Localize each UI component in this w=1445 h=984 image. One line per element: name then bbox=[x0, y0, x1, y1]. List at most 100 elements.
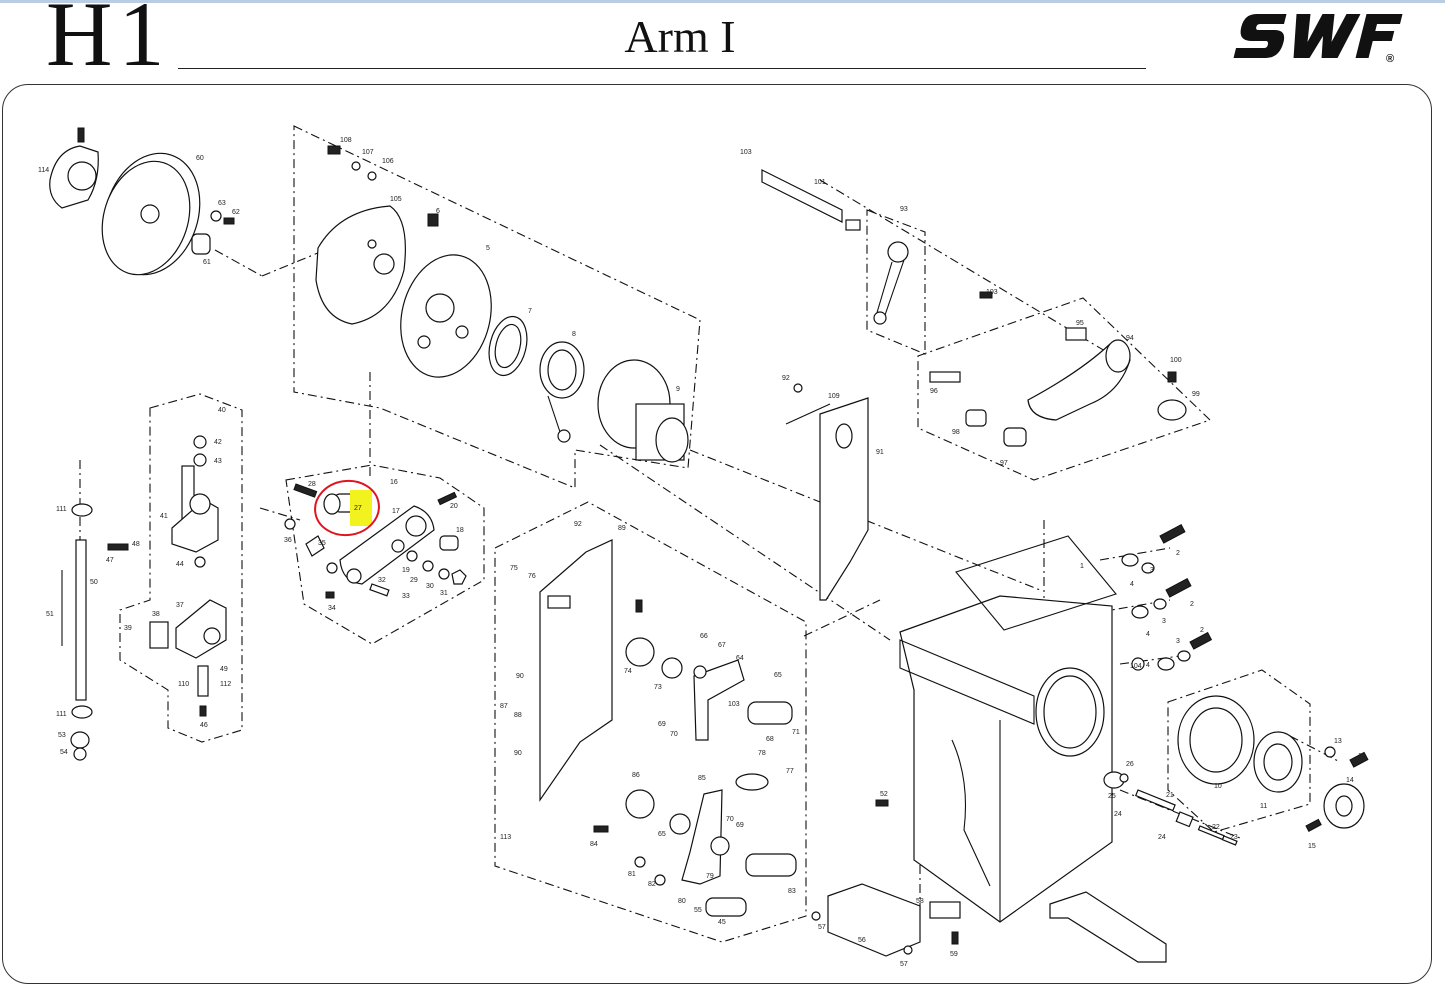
part-number-label: 90 bbox=[516, 673, 524, 680]
part-number-label: 69 bbox=[658, 721, 666, 728]
part-number-label: 65 bbox=[774, 672, 782, 679]
part-number-label: 21 bbox=[1166, 792, 1174, 799]
part-number-label: 44 bbox=[176, 561, 184, 568]
part-number-label: 43 bbox=[214, 458, 222, 465]
model-code: H1 bbox=[46, 0, 171, 85]
part-number-label: 31 bbox=[440, 590, 448, 597]
part-number-label: 95 bbox=[1076, 320, 1084, 327]
part-number-label: 106 bbox=[382, 158, 394, 165]
registered-mark: ® bbox=[1386, 53, 1394, 65]
part-number-label: 96 bbox=[930, 388, 938, 395]
part-group-16 bbox=[284, 483, 467, 599]
part-number-label: 12 bbox=[1358, 753, 1366, 760]
part-number-label: 4 bbox=[1146, 631, 1150, 638]
part-number-label: 56 bbox=[858, 937, 866, 944]
part-number-label: 40 bbox=[218, 407, 226, 414]
part-number-label: 113 bbox=[500, 834, 511, 841]
part-group-41 bbox=[149, 435, 227, 717]
part-number-label: 64 bbox=[736, 655, 744, 662]
part-number-label: 10 bbox=[1214, 783, 1222, 790]
part-number-label: 98 bbox=[952, 429, 960, 436]
part-number-label: 81 bbox=[628, 871, 636, 878]
part-number-label: 16 bbox=[390, 479, 398, 486]
part-number-label: 89 bbox=[618, 525, 626, 532]
part-number-label: 59 bbox=[950, 951, 958, 958]
part-number-label: 50 bbox=[90, 579, 98, 586]
page-title: Arm I bbox=[624, 11, 736, 62]
part-number-label: 20 bbox=[450, 503, 458, 510]
part-number-label: 76 bbox=[528, 573, 536, 580]
part-number-label: 100 bbox=[1170, 357, 1182, 364]
part-number-label: 7 bbox=[528, 308, 532, 315]
part-number-label: 97 bbox=[1000, 460, 1008, 467]
part-number-label: 33 bbox=[402, 593, 410, 600]
part-number-label: 57 bbox=[818, 924, 826, 931]
part-number-label: 69 bbox=[736, 822, 744, 829]
red-circle-annotation bbox=[314, 479, 380, 537]
part-number-label: 32 bbox=[378, 577, 386, 584]
part-number-label: 54 bbox=[60, 749, 68, 756]
part-number-label: 80 bbox=[678, 898, 686, 905]
main-housing bbox=[899, 535, 1117, 923]
part-number-label: 14 bbox=[1346, 777, 1354, 784]
part-number-label: 110 bbox=[178, 681, 189, 688]
group-boundaries bbox=[79, 125, 1311, 943]
part-group-10 bbox=[1121, 524, 1369, 832]
part-number-label: 34 bbox=[328, 605, 336, 612]
part-number-label: 108 bbox=[340, 137, 352, 144]
part-number-label: 65 bbox=[658, 831, 666, 838]
part-number-label: 111 bbox=[56, 506, 67, 513]
part-number-label: 38 bbox=[152, 611, 160, 618]
part-number-label: 109 bbox=[828, 393, 840, 400]
part-number-label: 70 bbox=[670, 731, 678, 738]
part-number-label: 4 bbox=[1146, 662, 1150, 669]
part-number-label: 4 bbox=[1130, 581, 1134, 588]
part-number-label: 92 bbox=[574, 521, 582, 528]
part-number-label: 85 bbox=[698, 775, 706, 782]
part-number-label: 66 bbox=[700, 633, 708, 640]
part-number-label: 5 bbox=[486, 245, 490, 252]
part-number-label: 2 bbox=[1200, 627, 1204, 634]
part-number-label: 61 bbox=[203, 259, 211, 266]
brand-logo: ® bbox=[1233, 14, 1403, 65]
part-number-label: 67 bbox=[718, 642, 726, 649]
part-number-label: 3 bbox=[1150, 567, 1154, 574]
part-number-label: 77 bbox=[786, 768, 794, 775]
part-number-label: 24 bbox=[1114, 811, 1122, 818]
part-number-label: 49 bbox=[220, 666, 228, 673]
highlight-marker bbox=[350, 490, 372, 526]
part-number-label: 19 bbox=[402, 567, 410, 574]
part-number-label: 101 bbox=[814, 179, 826, 186]
part-number-label: 30 bbox=[426, 583, 434, 590]
part-group-89 bbox=[539, 539, 797, 917]
part-number-label: 82 bbox=[648, 881, 656, 888]
part-number-label: 25 bbox=[1108, 793, 1116, 800]
part-group-56 bbox=[811, 771, 1238, 963]
part-number-label: 2 bbox=[1176, 550, 1180, 557]
part-number-label: 103 bbox=[728, 701, 740, 708]
part-number-label: 28 bbox=[308, 481, 316, 488]
part-number-label: 26 bbox=[1126, 761, 1134, 768]
part-number-label: 58 bbox=[916, 898, 924, 905]
part-number-label: 88 bbox=[514, 712, 522, 719]
part-number-label: 68 bbox=[766, 736, 774, 743]
part-number-label: 90 bbox=[514, 750, 522, 757]
part-number-label: 84 bbox=[590, 841, 598, 848]
part-number-label: 22 bbox=[1212, 824, 1220, 831]
part-group-93 bbox=[761, 169, 993, 325]
part-number-label: 51 bbox=[46, 611, 54, 618]
part-number-label: 41 bbox=[160, 513, 168, 520]
part-number-label: 87 bbox=[500, 703, 508, 710]
part-number-label: 13 bbox=[1334, 738, 1342, 745]
part-number-label: 39 bbox=[124, 625, 132, 632]
part-group-94 bbox=[929, 327, 1187, 447]
part-number-label: 60 bbox=[196, 155, 204, 162]
part-number-label: 103 bbox=[986, 289, 998, 296]
part-number-label: 104 bbox=[1130, 663, 1142, 670]
part-group-60 bbox=[49, 127, 235, 276]
part-number-label: 71 bbox=[792, 729, 800, 736]
part-number-label: 112 bbox=[220, 681, 231, 688]
part-number-label: 46 bbox=[200, 722, 208, 729]
part-number-label: 6 bbox=[436, 208, 440, 215]
